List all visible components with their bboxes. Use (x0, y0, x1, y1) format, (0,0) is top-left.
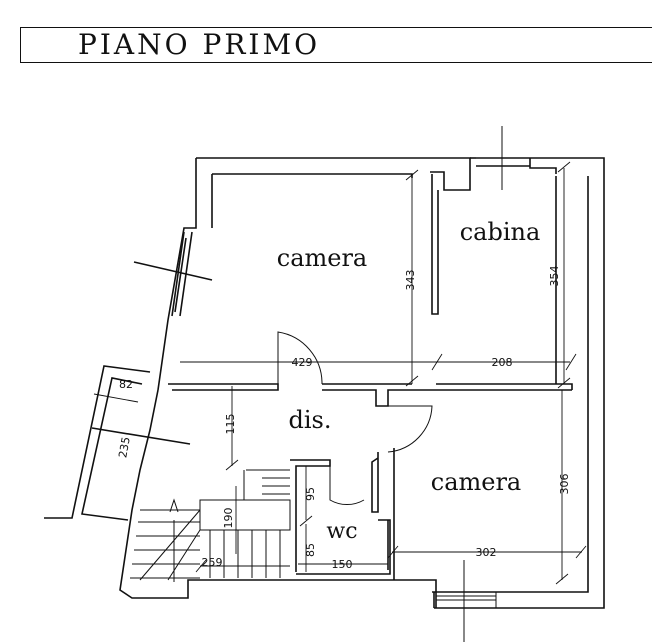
dim-302: 302 (476, 546, 497, 559)
room-label-camera-1: camera (277, 244, 368, 272)
staircase (130, 469, 291, 582)
dim-85: 85 (304, 543, 317, 557)
dim-95: 95 (304, 487, 317, 501)
room-label-wc: wc (326, 519, 357, 544)
dimension-lines (93, 161, 587, 585)
internal-walls (168, 174, 573, 580)
dim-208: 208 (492, 356, 513, 369)
dim-235: 235 (116, 436, 132, 459)
dim-259: 259 (202, 556, 223, 569)
dim-306: 306 (558, 474, 571, 495)
dim-82: 82 (119, 378, 133, 391)
dim-190: 190 (222, 508, 235, 529)
plan-title: PIANO PRIMO (78, 28, 321, 61)
bottom-window (436, 560, 497, 642)
dimension-labels: 429 208 343 354 82 235 115 95 190 85 306… (116, 266, 571, 572)
room-label-camera-2: camera (431, 468, 522, 496)
outer-walls (119, 157, 605, 609)
room-label-cabina: cabina (460, 218, 541, 246)
balcony (44, 365, 191, 521)
dim-343: 343 (404, 270, 417, 291)
title-frame (20, 27, 652, 63)
dim-354: 354 (548, 266, 561, 287)
dim-429: 429 (292, 356, 313, 369)
room-label-dis: dis. (289, 406, 332, 434)
dim-115: 115 (224, 414, 237, 435)
dim-150: 150 (332, 558, 353, 571)
door-swings (277, 331, 433, 506)
left-window (133, 231, 213, 317)
